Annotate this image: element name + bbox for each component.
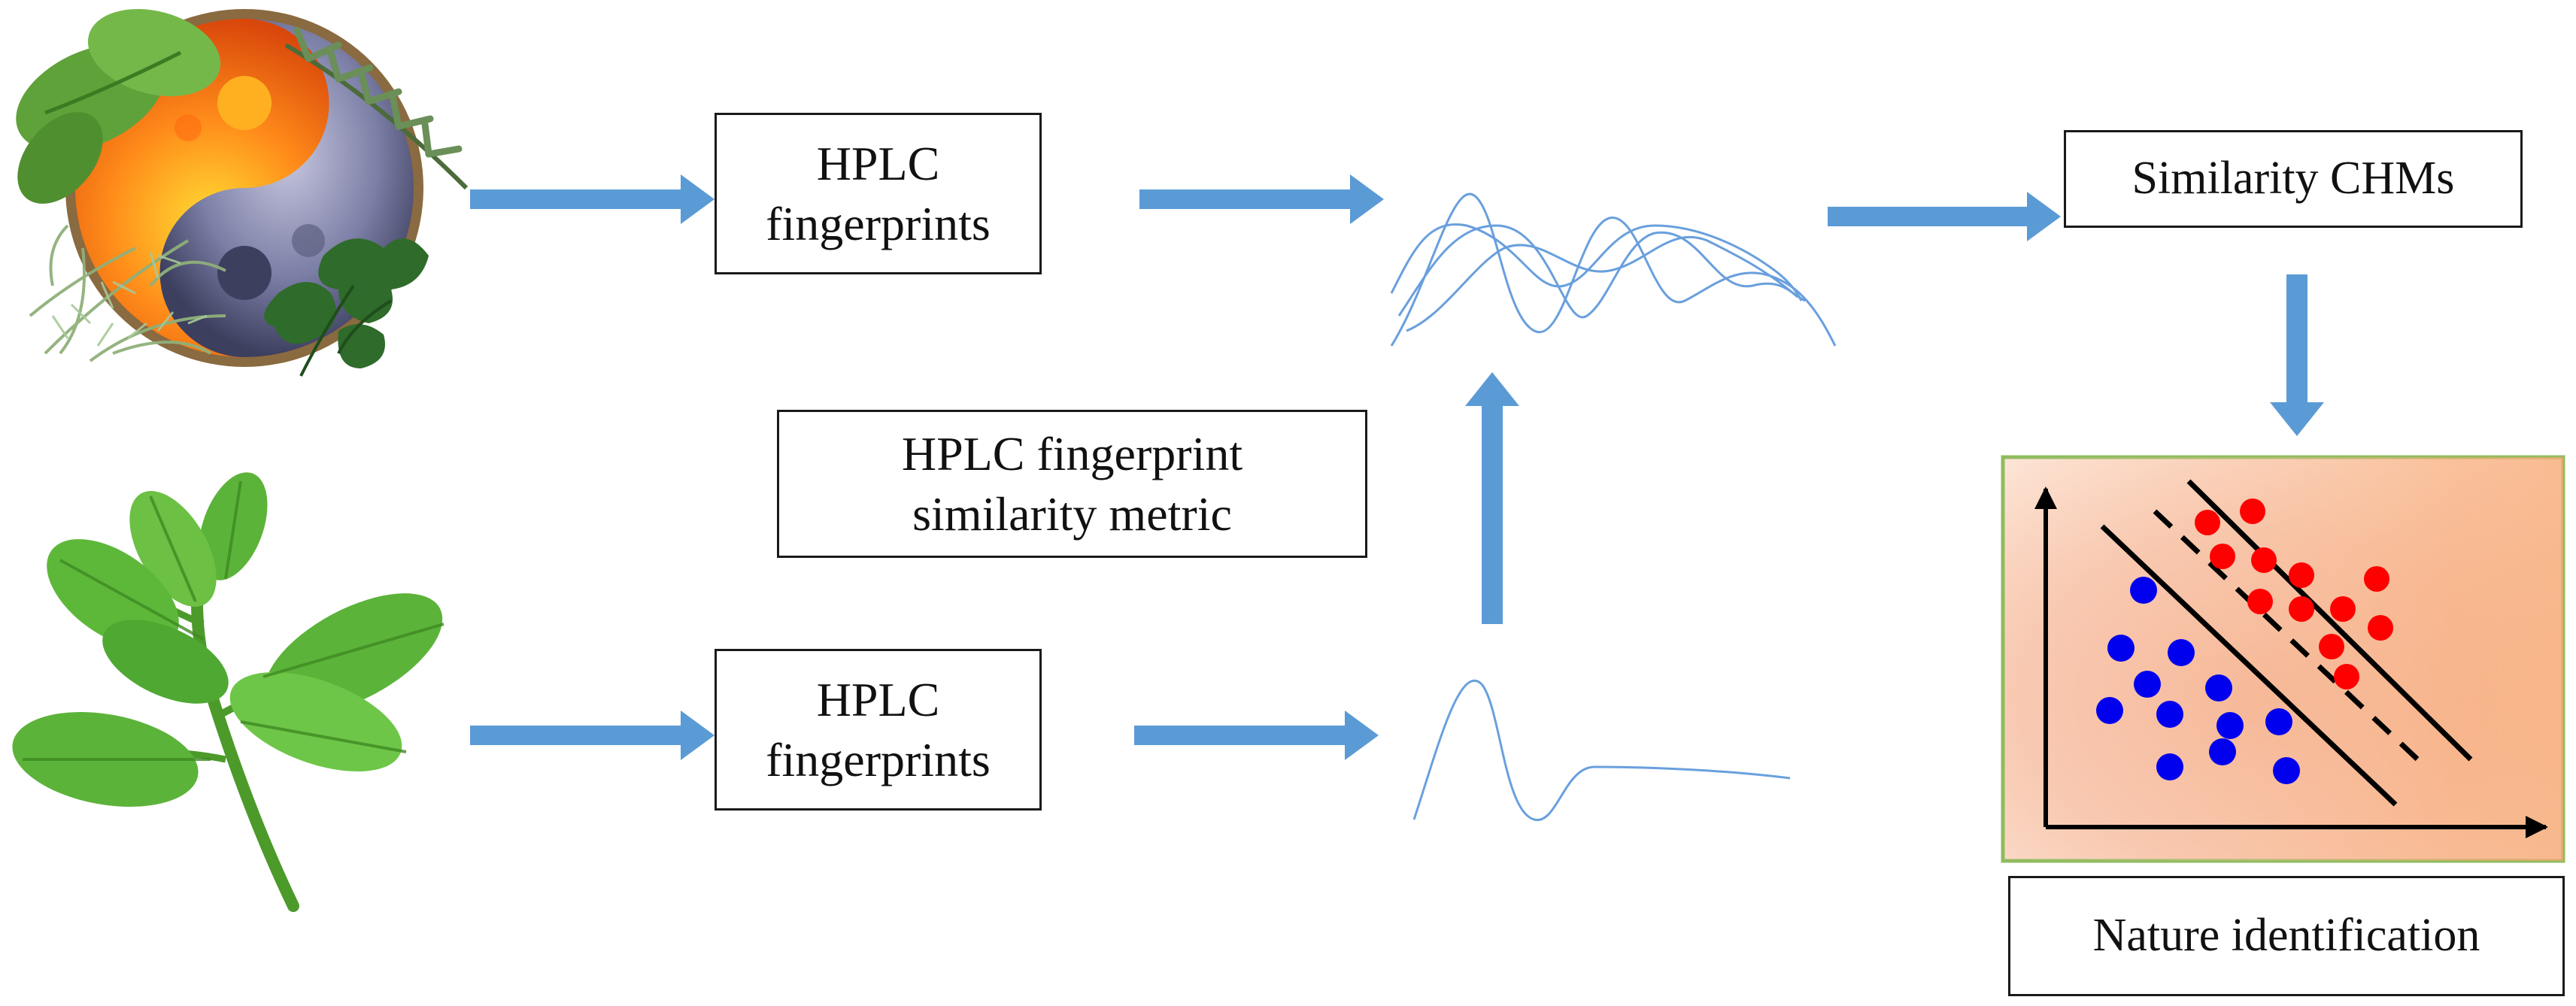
hplc-bottom-line1: HPLC: [816, 672, 940, 726]
nature-label: Nature identification: [2092, 910, 2480, 962]
mint-sprig-illustration: [12, 472, 445, 912]
hplc-top-line2: fingerprints: [766, 196, 991, 250]
margin-line-upper: [2186, 479, 2473, 762]
similarity-metric-box: HPLC fingerprint similarity metric: [777, 410, 1367, 558]
arrow-mint-to-hplc-bottom: [470, 711, 715, 760]
arrow-chromatogram-to-similarity: [1828, 192, 2061, 241]
hplc-fingerprints-box-bottom: HPLC fingerprints: [715, 649, 1042, 811]
yin-yang-herbs-illustration: [16, 8, 469, 377]
margin-line-lower: [2100, 524, 2398, 807]
arrow-hplc-top-to-chromatogram: [1139, 174, 1384, 224]
hplc-fingerprints-box-top: HPLC fingerprints: [715, 113, 1042, 274]
single-chromatogram-icon: [1412, 679, 1791, 821]
similarity-chms-box: Similarity CHMs: [2064, 130, 2523, 228]
arrow-herbs-to-hplc-top: [470, 174, 715, 224]
overlapping-chromatogram-icon: [1390, 192, 1837, 347]
metric-line1: HPLC fingerprint: [901, 426, 1243, 480]
arrow-similarity-to-nature: [2270, 274, 2324, 436]
metric-line2: similarity metric: [912, 486, 1232, 541]
nature-identification-box: Nature identification: [2008, 876, 2565, 996]
blue-class-points: [2096, 577, 2300, 784]
svm-classification-plot-icon: [2001, 455, 2565, 863]
flow-arrows: [470, 174, 2324, 760]
hplc-top-line1: HPLC: [816, 136, 940, 190]
arrow-metric-up: [1465, 372, 1519, 624]
arrow-hplc-bottom-to-chromatogram: [1134, 711, 1379, 760]
hplc-bottom-line2: fingerprints: [766, 732, 991, 786]
red-class-points: [2195, 498, 2393, 689]
similarity-label: Similarity CHMs: [2131, 153, 2455, 205]
decision-boundary: [2153, 509, 2428, 769]
